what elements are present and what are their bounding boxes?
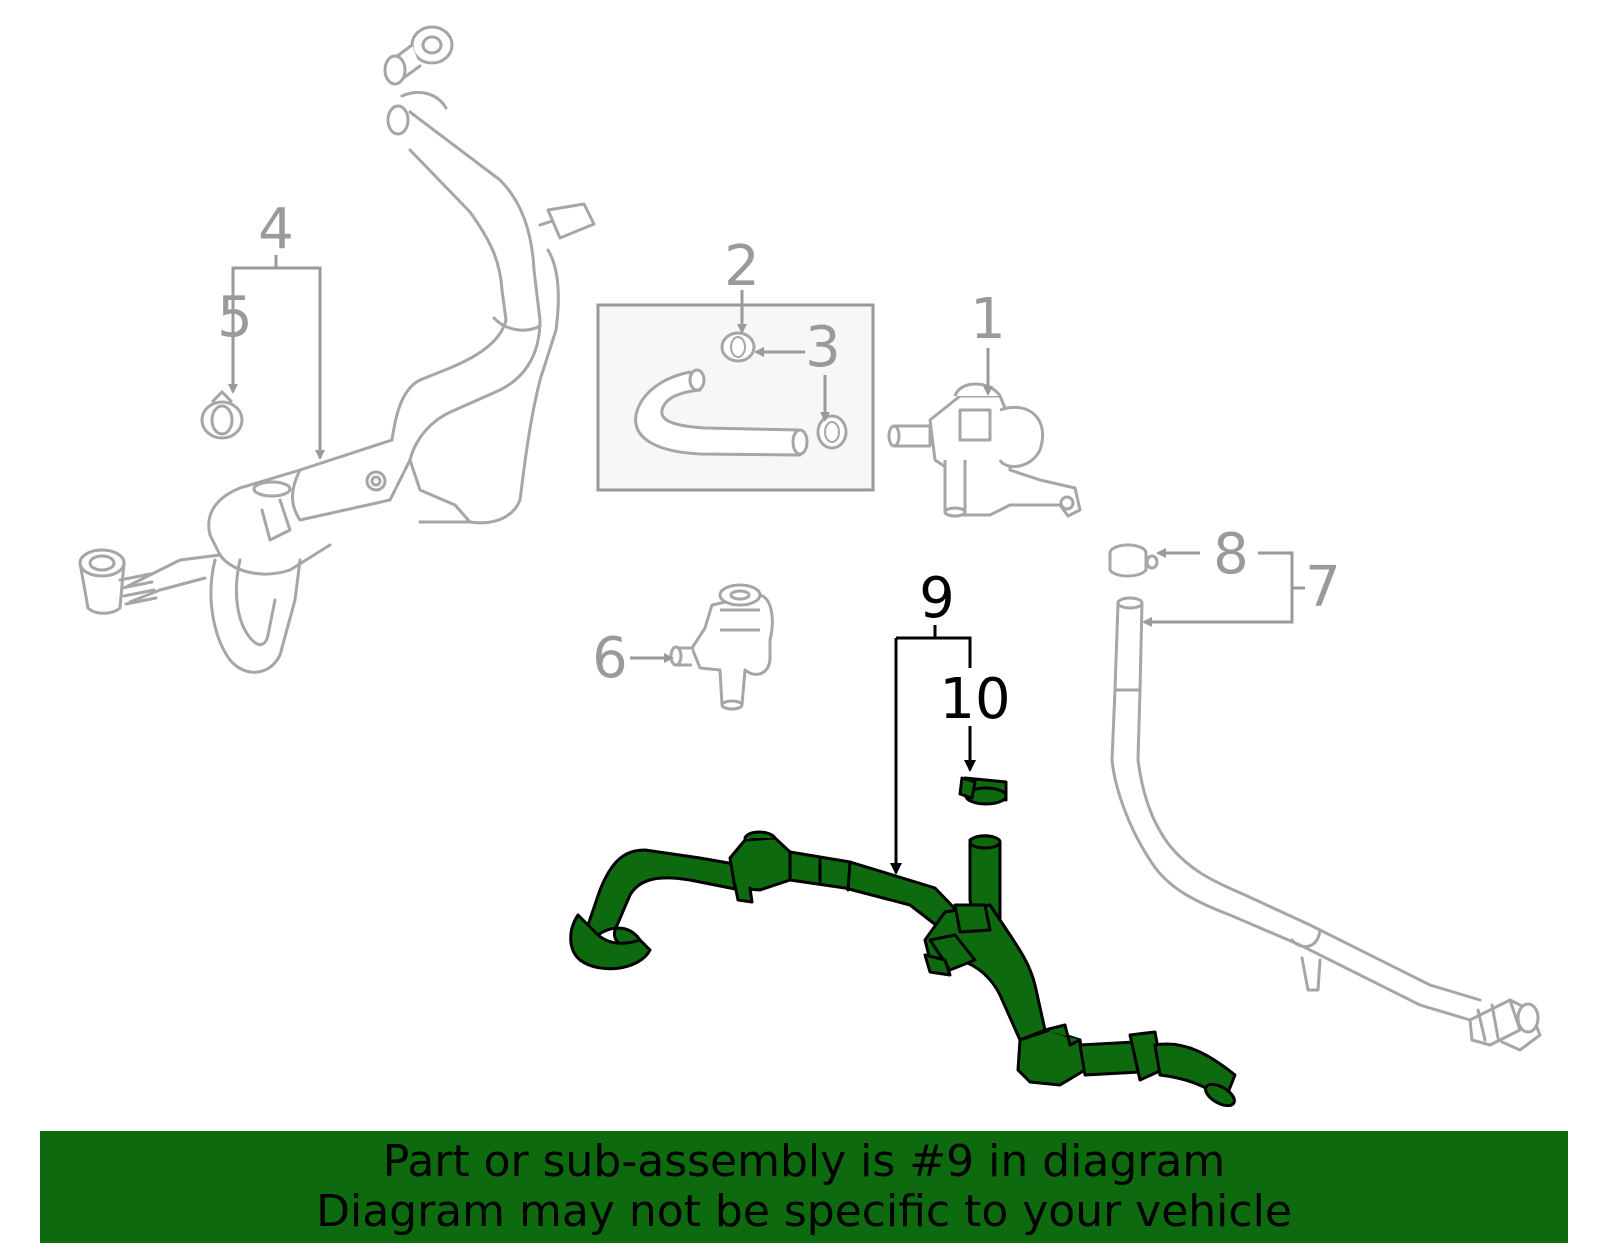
leader-lines-highlight: [890, 625, 976, 875]
part-5-clamp: [200, 389, 244, 440]
callout-8: 8: [1213, 522, 1249, 587]
callout-3: 3: [805, 315, 841, 380]
part-8-clamp: [1108, 543, 1159, 578]
callout-9: 9: [919, 566, 955, 631]
part-7-hose: [1110, 596, 1542, 1052]
part-10-clamp: [958, 776, 1008, 806]
part-1-pump: [887, 382, 1082, 518]
callout-5: 5: [217, 285, 253, 350]
callout-7: 7: [1305, 555, 1341, 620]
callout-1: 1: [970, 287, 1006, 352]
banner-line-disclaimer: Diagram may not be specific to your vehi…: [316, 1186, 1292, 1237]
banner-line-part: Part or sub-assembly is #9 in diagram: [382, 1136, 1226, 1187]
leader-lines: [228, 255, 1305, 663]
part-6-valve: [669, 583, 774, 711]
callout-6: 6: [592, 626, 628, 691]
part-4-hose-assembly: [78, 25, 596, 674]
part-9-hose-assembly: [569, 830, 1237, 1108]
info-banner: Part or sub-assembly is #9 in diagram Di…: [40, 1131, 1568, 1243]
callout-4: 4: [258, 197, 294, 262]
callout-2: 2: [724, 234, 760, 299]
callout-10: 10: [939, 667, 1010, 732]
